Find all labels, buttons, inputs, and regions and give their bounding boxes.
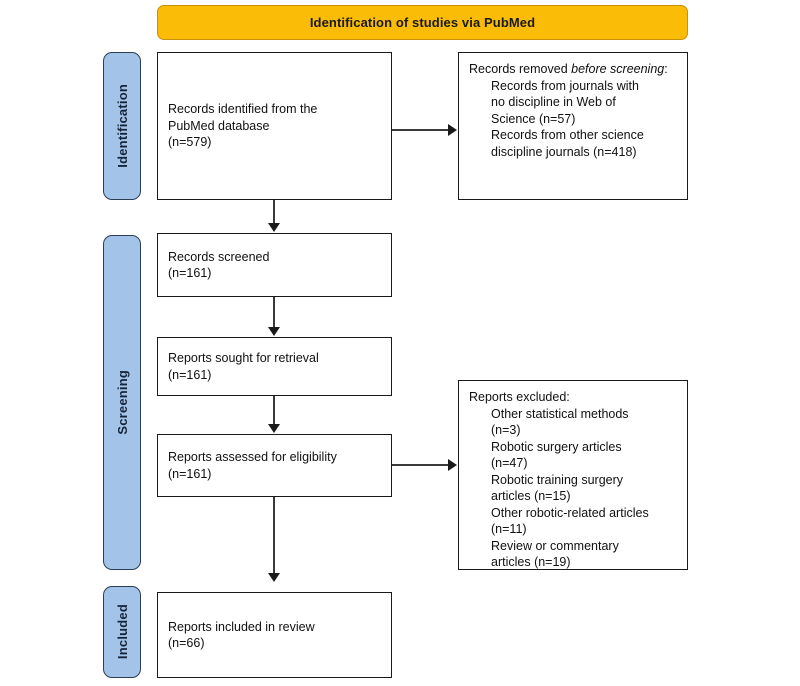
- box-records-removed-title-lead: Records removed: [469, 62, 572, 76]
- box-reports-included: Reports included in review (n=66): [157, 592, 392, 678]
- box-records-identified-text: Records identified from the PubMed datab…: [168, 102, 318, 150]
- connector-assessed-to-included: [273, 497, 275, 574]
- arrowhead-identified-to-removed: [448, 124, 457, 136]
- connector-sought-to-assessed: [273, 396, 275, 425]
- connector-identified-to-removed: [392, 129, 449, 131]
- box-records-removed-items: Records from journals with no discipline…: [491, 78, 644, 159]
- connector-assessed-to-excluded: [392, 464, 449, 466]
- arrowhead-screened-to-sought: [268, 327, 280, 336]
- connector-identified-to-screened: [273, 200, 275, 224]
- box-reports-excluded-title: Reports excluded:: [469, 390, 570, 404]
- box-reports-assessed-text: Reports assessed for eligibility (n=161): [168, 450, 337, 481]
- stage-rail-identification: Identification: [103, 52, 141, 200]
- arrowhead-sought-to-assessed: [268, 424, 280, 433]
- stage-rail-label-identification: Identification: [114, 84, 130, 168]
- box-reports-excluded-items: Other statistical methods (n=3) Robotic …: [491, 406, 649, 570]
- arrowhead-assessed-to-excluded: [448, 459, 457, 471]
- box-records-identified: Records identified from the PubMed datab…: [157, 52, 392, 200]
- box-reports-sought: Reports sought for retrieval (n=161): [157, 337, 392, 396]
- box-reports-assessed: Reports assessed for eligibility (n=161): [157, 434, 392, 497]
- stage-rail-label-included: Included: [114, 604, 130, 660]
- box-records-screened-text: Records screened (n=161): [168, 249, 270, 281]
- box-records-removed-title-tail: :: [664, 62, 668, 76]
- stage-rail-screening: Screening: [103, 235, 141, 570]
- phase-banner-label: Identification of studies via PubMed: [309, 15, 536, 30]
- connector-screened-to-sought: [273, 297, 275, 328]
- stage-rail-included: Included: [103, 586, 141, 678]
- stage-rail-label-screening: Screening: [114, 370, 130, 435]
- box-records-removed: Records removed before screening: Record…: [458, 52, 688, 200]
- box-reports-sought-text: Reports sought for retrieval (n=161): [168, 351, 319, 382]
- phase-banner-identification: Identification of studies via PubMed: [157, 5, 688, 40]
- box-records-removed-title-italic: before screening: [571, 62, 665, 76]
- arrowhead-identified-to-screened: [268, 223, 280, 232]
- box-records-removed-title: Records removed before screening:: [469, 61, 677, 78]
- box-reports-excluded: Reports excluded: Other statistical meth…: [458, 380, 688, 570]
- box-records-screened: Records screened (n=161): [157, 233, 392, 297]
- box-reports-included-text: Reports included in review (n=66): [168, 619, 315, 651]
- arrowhead-assessed-to-included: [268, 573, 280, 582]
